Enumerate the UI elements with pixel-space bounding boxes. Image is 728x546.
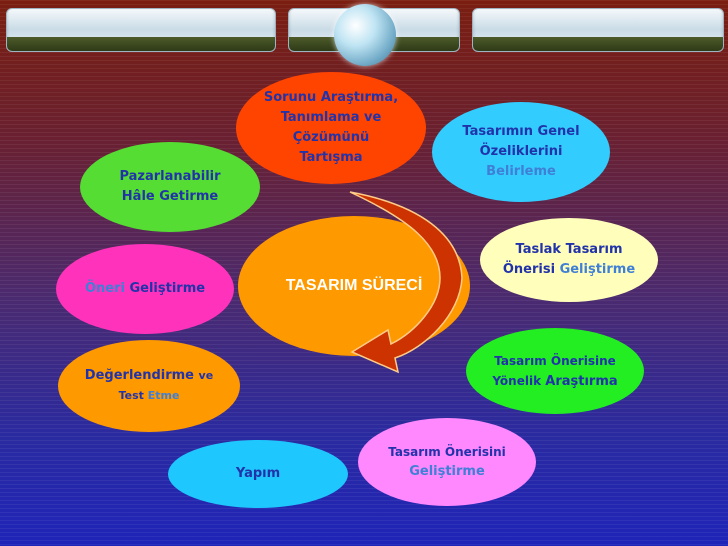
globe-icon (334, 4, 396, 66)
banner-land (473, 37, 723, 51)
banner-left (6, 8, 276, 52)
node-yonelik: Tasarım Önerisine Yönelik Araştırma (466, 328, 644, 414)
node-yonelik-line1: Tasarım Önerisine (494, 353, 616, 368)
banner-right (472, 8, 724, 52)
node-yonelik-line2-b: Araştırma (545, 373, 618, 389)
node-sorunu-line4: Tartışma (299, 150, 363, 165)
node-gelistirme-line1: Tasarım Önerisini (388, 445, 506, 459)
node-pazar-line2-a: Hâle (121, 189, 155, 204)
node-taslak-line2-b: Geliştirme (559, 262, 636, 277)
node-oneri-line1-a: Öneri (84, 281, 125, 296)
node-oneri: Öneri Geliştirme (56, 244, 234, 334)
node-oneri-line1: Öneri Geliştirme (85, 279, 205, 299)
node-sorunu-line3: Çözümünü (292, 130, 370, 145)
node-degerlendirme-line1-b: ve (198, 369, 214, 382)
node-gelistirme: Tasarım Önerisini Geliştirme (358, 418, 536, 506)
node-pazar-line2: Hâle Getirme (122, 187, 218, 207)
node-taslak: Taslak Tasarım Önerisi Geliştirme (480, 218, 658, 302)
node-yonelik-line2: Yönelik Araştırma (492, 371, 617, 392)
node-pazar-line1: Pazarlanabilir (119, 169, 221, 184)
node-taslak-line2-a: Önerisi (502, 262, 556, 277)
node-genel-line1: Tasarımın Genel (462, 124, 580, 139)
node-genel-line2: Özeliklerini (479, 144, 563, 159)
node-yapim-line1: Yapım (235, 466, 281, 481)
node-degerlendirme: Değerlendirme ve Test Etme (58, 340, 240, 432)
center-label: TASARIM SÜRECİ (285, 277, 423, 294)
node-oneri-line1-b: Geliştirme (129, 281, 206, 296)
node-degerlendirme-line2-a: Test (118, 389, 144, 402)
banner-land (7, 37, 275, 51)
node-yapim: Yapım (168, 440, 348, 508)
node-degerlendirme-line1: Değerlendirme ve (85, 366, 213, 386)
node-gelistirme-line2: Geliştirme (409, 464, 485, 479)
node-sorunu-line1: Sorunu Araştırma, (263, 90, 399, 105)
node-degerlendirme-line2: Test Etme (119, 386, 180, 406)
node-yonelik-line2-a: Yönelik (492, 373, 542, 388)
node-pazar-line2-b: Getirme (159, 189, 219, 204)
node-genel: Tasarımın Genel Özeliklerini Belirleme (432, 102, 610, 202)
node-taslak-line1: Taslak Tasarım (515, 242, 623, 257)
node-sorunu-line2: Tanımlama ve (280, 110, 382, 125)
node-degerlendirme-line2-b: Etme (147, 389, 180, 402)
node-sorunu: Sorunu Araştırma, Tanımlama ve Çözümünü … (236, 72, 426, 184)
node-pazar: Pazarlanabilir Hâle Getirme (80, 142, 260, 232)
node-genel-line3: Belirleme (486, 164, 556, 179)
node-taslak-line2: Önerisi Geliştirme (503, 260, 635, 280)
node-degerlendirme-line1-a: Değerlendirme (84, 368, 195, 383)
